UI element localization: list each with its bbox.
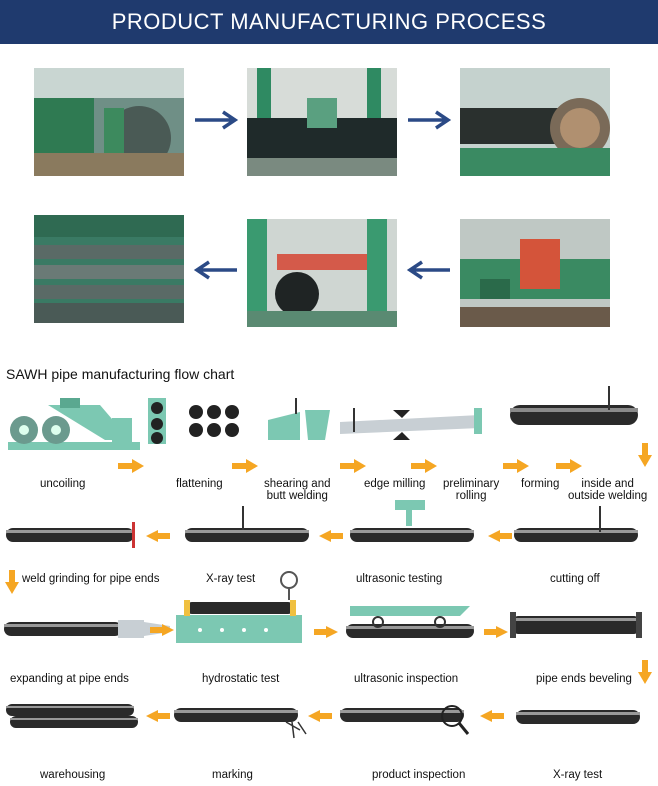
- arrow-left-icon: [193, 260, 237, 280]
- photo-uncoiling-machine: [34, 68, 184, 176]
- step-label-xray-test: X-ray test: [206, 573, 256, 585]
- arrow-left-icon: [146, 530, 170, 542]
- step-label-cutting-off: cutting off: [550, 573, 600, 585]
- step-label-xray-test-final: X-ray test: [553, 769, 603, 781]
- step-label-inside-outside-welding: inside and outside welding: [568, 478, 647, 502]
- arrow-left-icon: [480, 710, 504, 722]
- arrow-right-icon: [556, 459, 582, 473]
- photo-finished-pipes: [34, 215, 184, 323]
- step-label-expanding: expanding at pipe ends: [10, 673, 129, 685]
- beveling-pipe-icon: [510, 612, 642, 638]
- step-label-edge-milling: edge milling: [364, 478, 426, 490]
- step-label-shearing: shearing and butt welding: [264, 478, 331, 502]
- arrow-right-icon: [314, 626, 338, 638]
- flow-chart-title: SAWH pipe manufacturing flow chart: [6, 366, 235, 382]
- hydrostatic-tank-icon: [176, 571, 302, 643]
- step-label-line: butt welding: [266, 490, 328, 502]
- step-label-line: outside welding: [568, 490, 648, 502]
- step-label-ultrasonic-inspection: ultrasonic inspection: [354, 673, 459, 685]
- arrow-right-icon: [232, 459, 258, 473]
- arrow-right-icon: [484, 626, 508, 638]
- arrow-right-icon: [340, 459, 366, 473]
- arrow-right-icon: [195, 110, 239, 130]
- step-label-line: rolling: [455, 490, 487, 502]
- photo-production-line: [460, 219, 610, 327]
- marking-pipe-icon: [174, 708, 307, 739]
- step-label-beveling: pipe ends beveling: [536, 673, 632, 685]
- cutting-off-pipe-icon: [514, 506, 638, 542]
- product-inspection-pipe-icon: [340, 705, 470, 735]
- uncoiling-machine-icon: [8, 398, 140, 450]
- roller-set-icon: [189, 405, 239, 437]
- arrow-left-icon: [406, 260, 450, 280]
- photo-inspection-rig: [247, 219, 397, 327]
- arrow-down-icon: [638, 443, 652, 467]
- arrow-down-icon: [638, 660, 652, 684]
- arrow-left-icon: [308, 710, 332, 722]
- arrow-right-icon: [411, 459, 437, 473]
- arrow-left-icon: [146, 710, 170, 722]
- forming-pipe-icon: [510, 386, 638, 425]
- arrow-right-icon: [118, 459, 144, 473]
- weld-grinding-pipe-icon: [6, 522, 135, 548]
- step-label-warehousing: warehousing: [40, 769, 106, 781]
- flattening-machine-icon: [148, 398, 166, 444]
- step-label-product-inspection: product inspection: [372, 769, 466, 781]
- arrow-down-icon: [5, 570, 19, 594]
- arrow-right-icon: [150, 624, 174, 636]
- arrow-right-icon: [503, 459, 529, 473]
- shearing-station-icon: [268, 398, 330, 440]
- step-label-uncoiling: uncoiling: [40, 478, 86, 490]
- step-label-line: shearing and: [264, 478, 331, 490]
- arrow-left-icon: [488, 530, 512, 542]
- ultrasonic-inspection-icon: [346, 606, 474, 638]
- step-label-hydrostatic: hydrostatic test: [202, 673, 280, 685]
- step-label-weld-grinding: weld grinding for pipe ends: [22, 573, 160, 585]
- ultrasonic-testing-pipe-icon: [350, 500, 474, 542]
- arrow-left-icon: [319, 530, 343, 542]
- step-label-preliminary: preliminary rolling: [443, 478, 499, 502]
- step-label-line: inside and: [581, 478, 634, 490]
- step-label-forming: forming: [521, 478, 560, 490]
- warehousing-pipes-icon: [6, 704, 138, 728]
- photo-pipe-forming: [247, 68, 397, 176]
- step-label-marking: marking: [212, 769, 253, 781]
- photo-spiral-welding: [460, 68, 610, 176]
- expanding-pipe-icon: [4, 620, 170, 638]
- step-label-line: preliminary: [443, 478, 500, 490]
- step-label-ultrasonic-testing: ultrasonic testing: [356, 573, 443, 585]
- preliminary-rolling-icon: [474, 408, 482, 434]
- step-label-flattening: flattening: [176, 478, 223, 490]
- xray-pipe-icon: [185, 506, 309, 542]
- edge-milling-icon: [340, 408, 480, 440]
- xray-test-pipe-icon: [516, 710, 640, 724]
- page-title: PRODUCT MANUFACTURING PROCESS: [111, 9, 547, 34]
- header-banner: PRODUCT MANUFACTURING PROCESS: [0, 0, 658, 44]
- arrow-right-icon: [408, 110, 452, 130]
